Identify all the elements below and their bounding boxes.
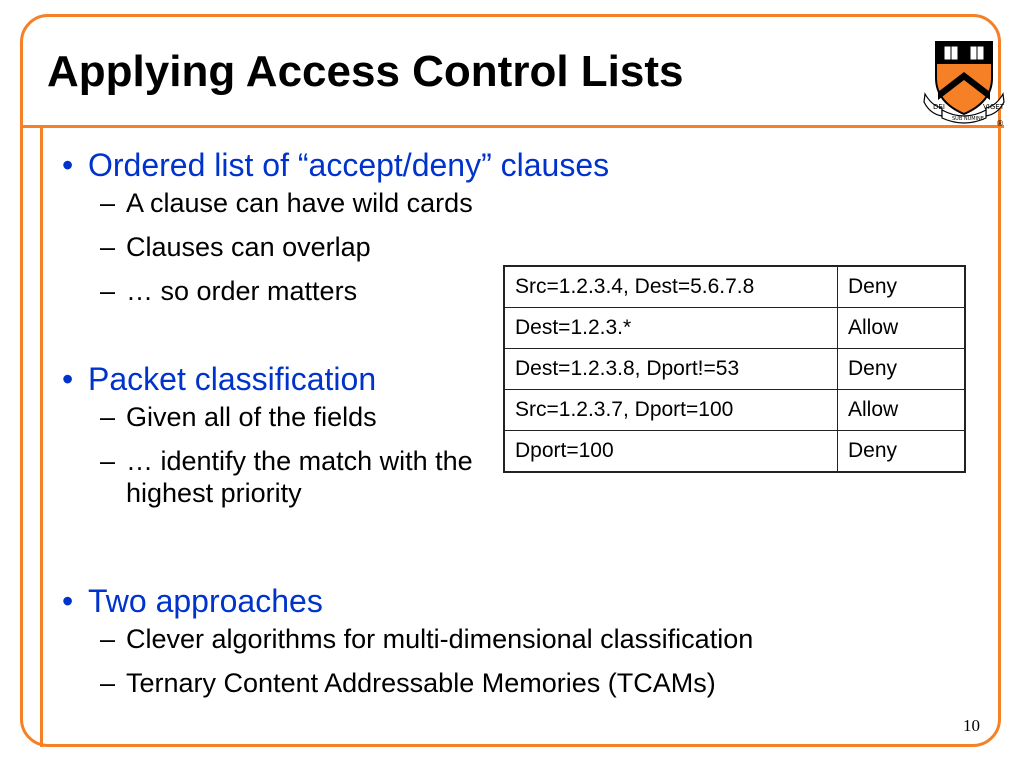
bullet-item: • Packet classification (62, 359, 962, 399)
sub-bullet-item: –… identify the match with the highest p… (100, 445, 486, 509)
sub-bullet-item: –Ternary Content Addressable Memories (T… (100, 667, 962, 699)
table-row: Src=1.2.3.7, Dport=100 Allow (503, 389, 966, 431)
sub-bullet-text: Given all of the fields (126, 402, 377, 432)
left-divider (40, 127, 43, 747)
sub-bullet-list: –Given all of the fields –… identify the… (62, 401, 962, 509)
bullet-list: • Ordered list of “accept/deny” clauses –… (62, 145, 962, 713)
university-shield-logo: DEI SUB NUMINE VIGET ® (923, 41, 1005, 126)
bullet-dot: • (62, 147, 74, 183)
motto-center: SUB NUMINE (952, 116, 984, 122)
sub-bullet-item: –Clauses can overlap (100, 231, 962, 263)
slide-frame (20, 14, 1001, 747)
sub-bullet-text: Ternary Content Addressable Memories (TC… (126, 668, 716, 698)
action-cell: Allow (837, 389, 966, 431)
bullet-text: Packet classification (88, 361, 377, 397)
action-cell: Deny (837, 430, 966, 473)
dash-marker: – (100, 668, 116, 698)
rule-cell: Dest=1.2.3.8, Dport!=53 (503, 348, 838, 390)
bullet-text: Two approaches (88, 583, 323, 619)
dash-marker: – (100, 446, 116, 476)
bullet-item: • Ordered list of “accept/deny” clauses (62, 145, 962, 185)
title-divider (20, 125, 1004, 128)
sub-bullet-list: –Clever algorithms for multi-dimensional… (62, 623, 962, 699)
action-cell: Allow (837, 307, 966, 349)
sub-bullet-text: A clause can have wild cards (126, 188, 473, 218)
acl-rules-table: Src=1.2.3.4, Dest=5.6.7.8 Deny Dest=1.2.… (503, 265, 966, 473)
bullet-group-ordered-list: • Ordered list of “accept/deny” clauses –… (62, 145, 962, 345)
registered-mark: ® (996, 119, 1004, 126)
table-row: Src=1.2.3.4, Dest=5.6.7.8 Deny (503, 265, 966, 308)
dash-marker: – (100, 276, 116, 306)
sub-bullet-item: –… so order matters (100, 275, 962, 307)
bullet-text: Ordered list of “accept/deny” clauses (88, 147, 610, 183)
bullet-group-two-approaches: • Two approaches –Clever algorithms for m… (62, 581, 962, 699)
table-row: Dport=100 Deny (503, 430, 966, 473)
rule-cell: Dest=1.2.3.* (503, 307, 838, 349)
table-row: Dest=1.2.3.* Allow (503, 307, 966, 349)
dash-marker: – (100, 624, 116, 654)
bullet-group-packet-classification: • Packet classification –Given all of the… (62, 359, 962, 567)
sub-bullet-item: –Clever algorithms for multi-dimensional… (100, 623, 962, 655)
bullet-item: • Two approaches (62, 581, 962, 621)
bullet-dot: • (62, 361, 74, 397)
bullet-dot: • (62, 583, 74, 619)
slide-title: Applying Access Control Lists (47, 47, 684, 96)
motto-right: VIGET (983, 103, 1005, 111)
rule-cell: Src=1.2.3.4, Dest=5.6.7.8 (503, 265, 838, 308)
sub-bullet-list: –A clause can have wild cards –Clauses c… (62, 187, 962, 307)
motto-left: DEI (933, 103, 945, 111)
dash-marker: – (100, 188, 116, 218)
action-cell: Deny (837, 348, 966, 390)
sub-bullet-text: Clever algorithms for multi-dimensional … (126, 624, 754, 654)
dash-marker: – (100, 232, 116, 262)
sub-bullet-item: –A clause can have wild cards (100, 187, 962, 219)
page-number: 10 (963, 716, 980, 735)
sub-bullet-item: –Given all of the fields (100, 401, 962, 433)
action-cell: Deny (837, 265, 966, 308)
sub-bullet-text: … so order matters (126, 276, 358, 306)
rule-cell: Src=1.2.3.7, Dport=100 (503, 389, 838, 431)
dash-marker: – (100, 402, 116, 432)
rule-cell: Dport=100 (503, 430, 838, 473)
sub-bullet-text: … identify the match with the highest pr… (126, 446, 473, 508)
sub-bullet-text: Clauses can overlap (126, 232, 371, 262)
table-row: Dest=1.2.3.8, Dport!=53 Deny (503, 348, 966, 390)
